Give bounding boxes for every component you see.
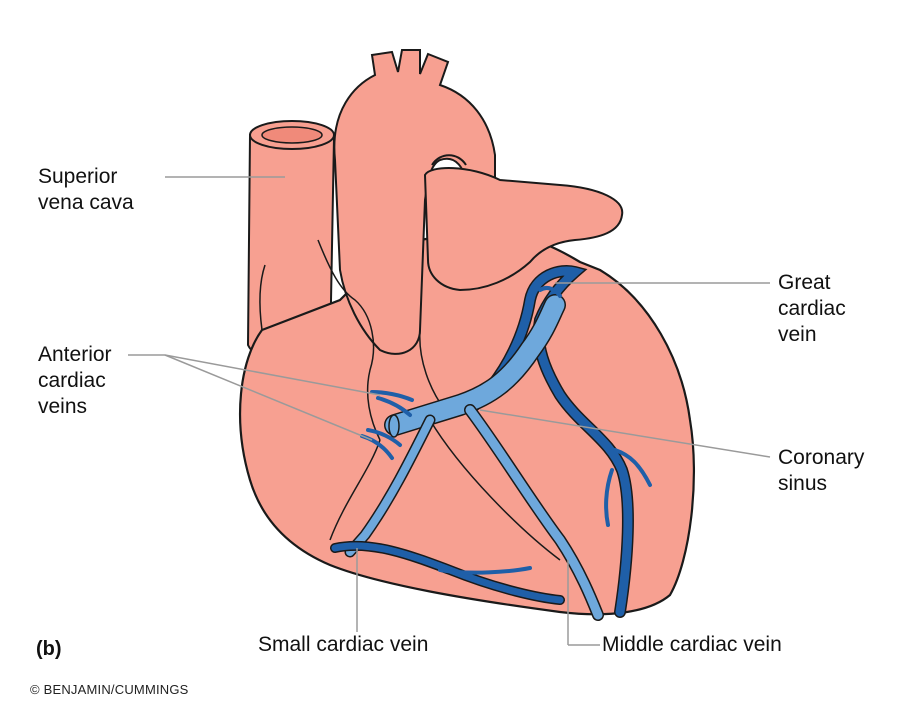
panel-letter: (b): [36, 638, 62, 660]
label-small-cardiac-vein: Small cardiac vein: [258, 633, 429, 656]
pulmonary-artery: [423, 167, 624, 292]
label-great-cardiac-vein: Great cardiac vein: [778, 271, 846, 346]
aorta: [333, 49, 496, 355]
label-coronary-sinus: Coronary sinus: [778, 446, 865, 495]
copyright-credit: © BENJAMIN/CUMMINGS: [30, 682, 189, 697]
atrium-detail-lines: [259, 239, 561, 561]
label-superior-vena-cava: Superior vena cava: [38, 165, 134, 214]
leader-lines: [128, 176, 771, 646]
label-middle-cardiac-vein: Middle cardiac vein: [602, 633, 782, 656]
label-anterior-cardiac-veins: Anterior cardiac veins: [38, 343, 112, 418]
